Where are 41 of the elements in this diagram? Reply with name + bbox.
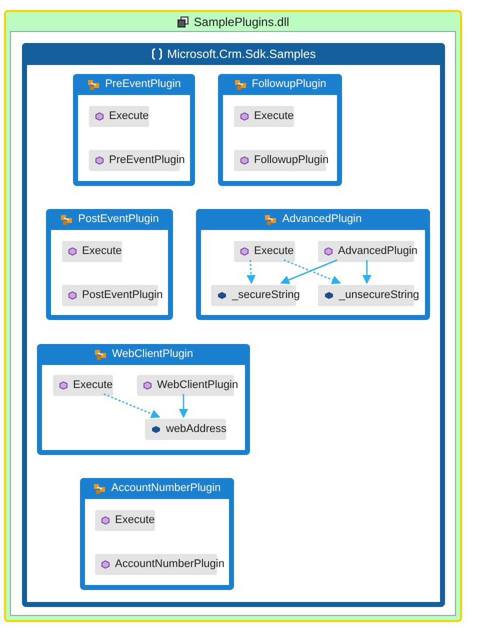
- container-title: FollowupPlugin: [252, 77, 326, 92]
- member-box: [89, 106, 149, 127]
- class-container: [218, 74, 342, 186]
- member-name: Execute: [109, 109, 149, 124]
- member-box: [234, 150, 326, 171]
- member-name: FollowupPlugin: [254, 153, 329, 168]
- member-name: AccountNumberPlugin: [115, 557, 224, 572]
- class-container: [196, 209, 430, 320]
- dependency-arrow: [362, 260, 372, 284]
- member-name: PostEventPlugin: [82, 288, 163, 304]
- member-name: Execute: [254, 109, 294, 124]
- member-name: Execute: [73, 378, 113, 394]
- dependency-arrow: [246, 260, 256, 284]
- member-name: _unsecureString: [339, 288, 420, 304]
- member-name: Execute: [115, 513, 155, 528]
- container-title: AccountNumberPlugin: [111, 481, 221, 496]
- container-title: Microsoft.Crm.Sdk.Samples: [167, 46, 316, 63]
- member-name: Execute: [82, 244, 122, 260]
- member-name: _secureString: [232, 288, 300, 304]
- member-box: [145, 419, 226, 440]
- container-title: PostEventPlugin: [78, 212, 159, 228]
- member-name: AdvancedPlugin: [338, 244, 418, 260]
- member-name: Execute: [254, 244, 294, 260]
- member-box: [53, 375, 113, 396]
- class-container: [37, 344, 250, 455]
- class-container: [73, 74, 195, 186]
- member-box: [95, 510, 155, 531]
- member-name: PreEventPlugin: [109, 153, 185, 168]
- dependency-arrow: [104, 393, 160, 418]
- class-container: [46, 209, 173, 320]
- member-name: webAddress: [166, 422, 227, 438]
- dependency-arrow: [178, 394, 188, 418]
- member-name: WebClientPlugin: [157, 378, 238, 394]
- container-title: AdvancedPlugin: [282, 212, 362, 228]
- member-box: [234, 241, 295, 262]
- member-box: [234, 106, 294, 127]
- container-title: PreEventPlugin: [105, 77, 181, 92]
- class-container: [80, 478, 234, 590]
- container-title: SamplePlugins.dll: [194, 14, 290, 30]
- container-title: WebClientPlugin: [112, 347, 194, 362]
- member-box: [62, 241, 122, 262]
